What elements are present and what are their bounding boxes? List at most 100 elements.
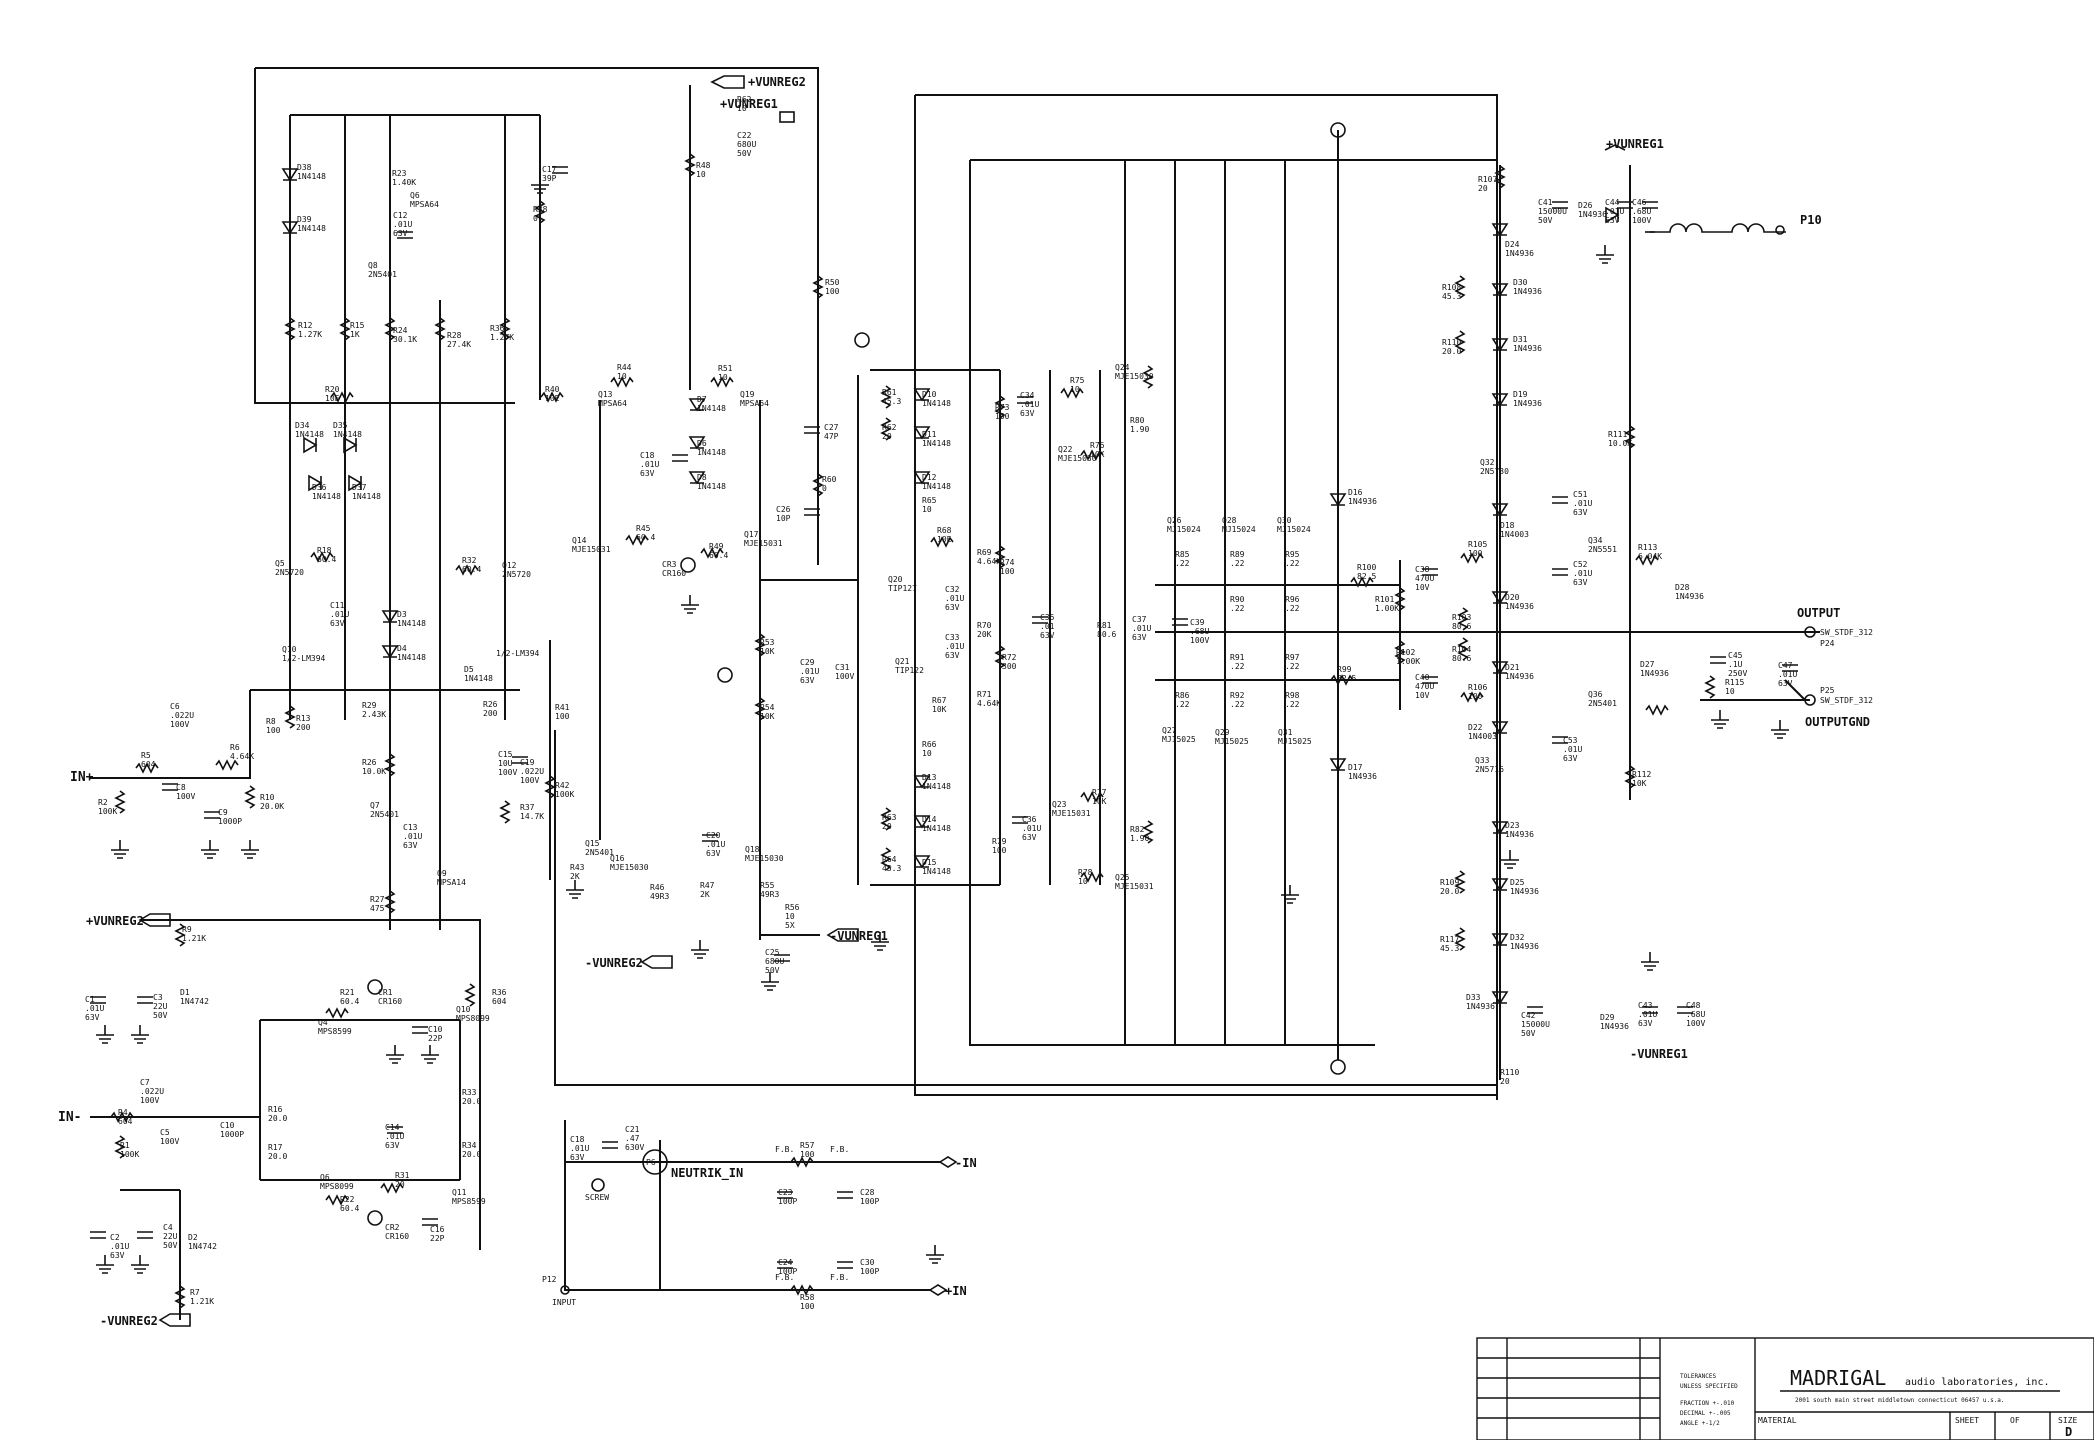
component-r92: R92.22: [1230, 691, 1245, 709]
component-value: 100V: [498, 768, 517, 777]
component-value: 63V: [1132, 633, 1147, 642]
diode-symbol: [1329, 493, 1347, 507]
component-ref: R37: [520, 803, 535, 812]
component-ref: R79: [992, 837, 1007, 846]
component-ref: R13: [296, 714, 311, 723]
component-value: .01U: [800, 667, 819, 676]
svg-text:-VUNREG2: -VUNREG2: [100, 1314, 158, 1328]
capacitor-symbol: [804, 426, 820, 434]
component-ref: D16: [1348, 488, 1363, 497]
svg-text:+VUNREG1: +VUNREG1: [720, 97, 778, 111]
component-value: .22: [1175, 700, 1190, 709]
component-ref: C20: [706, 831, 721, 840]
resistor-symbol: [1460, 552, 1484, 564]
component-ref: R56: [785, 903, 800, 912]
component-value: 604: [118, 1117, 133, 1126]
component-ref: C34: [1020, 391, 1035, 400]
capacitor-symbol: [1552, 496, 1568, 504]
component-ref: R47: [700, 881, 715, 890]
component-ref: C43: [1638, 1001, 1653, 1010]
component-ref: R106: [1468, 683, 1487, 692]
component-value: .01U: [1638, 1010, 1657, 1019]
component-value: 80.6: [1452, 622, 1471, 631]
component-value: 80.6: [1452, 654, 1471, 663]
resistor-symbol: [215, 759, 239, 771]
component-value: 50V: [765, 966, 780, 975]
resistor-symbol: [1704, 675, 1716, 699]
component-value: MJ15024: [1277, 525, 1311, 534]
svg-text:OUTPUTGND: OUTPUTGND: [1805, 715, 1870, 729]
component-ref: Q21: [895, 657, 910, 666]
tb-sheet: SHEET: [1955, 1416, 1979, 1425]
resistor-symbol: [994, 645, 1006, 669]
component-value: 20.0: [268, 1152, 287, 1161]
component-value: 1N4148: [922, 824, 951, 833]
component-value: 1N4148: [922, 867, 951, 876]
component-ref: Q27: [1162, 726, 1177, 735]
capacitor-symbol: [774, 954, 790, 962]
resistor-symbol: [339, 317, 351, 341]
component-value: 475: [370, 904, 385, 913]
component-value: 10K: [1092, 797, 1107, 806]
component-value: 82.5: [1337, 674, 1356, 683]
component-ref: D26: [1578, 201, 1593, 210]
resistor-symbol: [380, 1182, 404, 1194]
component-value: 63V: [1020, 409, 1035, 418]
component-ref: R72: [1002, 653, 1017, 662]
resistor-symbol: [880, 385, 892, 409]
component-ref: R109: [1440, 878, 1459, 887]
component-ref: D13: [922, 773, 937, 782]
component-ref: R26: [483, 700, 498, 709]
component-ref: R28: [447, 331, 462, 340]
tb-tol-1: TOLERANCES: [1680, 1373, 1717, 1380]
component-value: 60.4: [340, 997, 359, 1006]
diode-symbol: [281, 221, 299, 235]
svg-text:NEUTRIK_IN: NEUTRIK_IN: [671, 1166, 743, 1181]
component-value: 1N4936: [1348, 497, 1377, 506]
component-value: MJE15030: [1058, 454, 1097, 463]
component-value: 10: [922, 749, 932, 758]
node-circle: [1330, 1059, 1346, 1075]
component-value: 2N5401: [368, 270, 397, 279]
component-value: 1N4936: [1510, 942, 1539, 951]
component-value: .01U: [330, 610, 349, 619]
resistor-symbol: [1635, 554, 1659, 566]
component-value: 63V: [1022, 833, 1037, 842]
component-value: 20.0: [1442, 347, 1461, 356]
component-r86: R86.22: [1175, 691, 1190, 709]
resistor-symbol: [540, 391, 564, 403]
resistor-symbol: [135, 762, 159, 774]
component-value: 100V: [176, 792, 195, 801]
component-ref: D22: [1468, 723, 1483, 732]
resistor-symbol: [930, 536, 954, 548]
diode-symbol: [1491, 338, 1509, 352]
component-value: 60.4: [317, 555, 336, 564]
component-value: .22: [1230, 662, 1245, 671]
diode-symbol: [308, 474, 323, 492]
